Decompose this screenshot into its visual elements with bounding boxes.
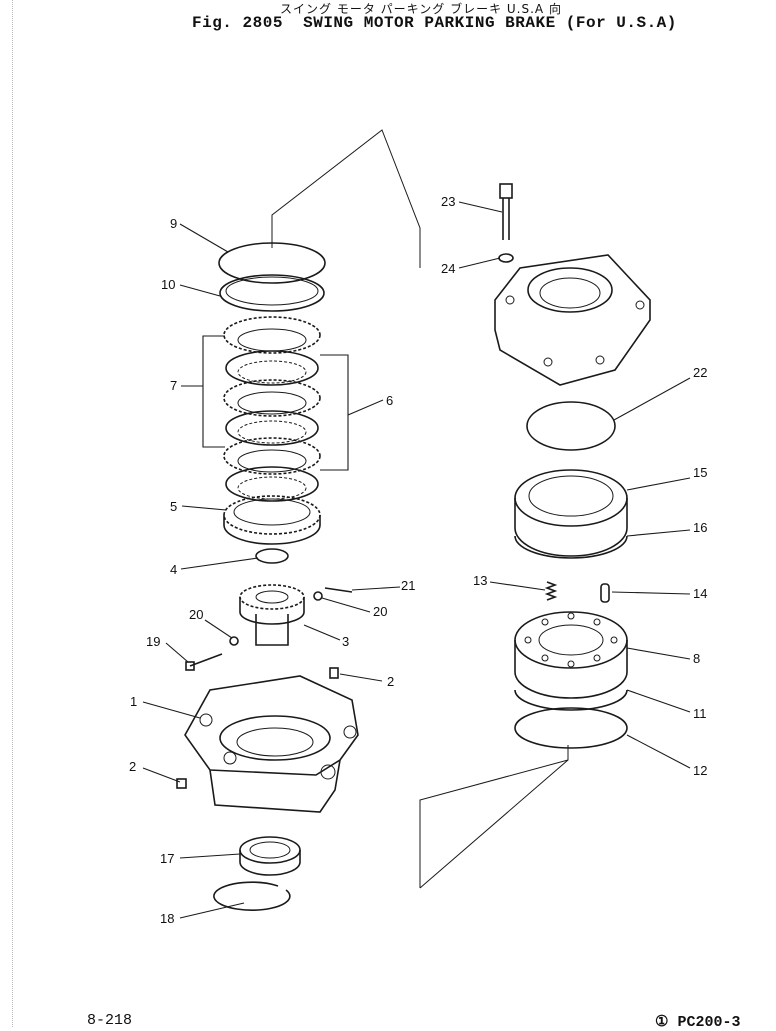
bracket-6: [320, 354, 349, 471]
callout-14: 14: [693, 586, 707, 601]
part-washer-20-left: [229, 636, 239, 646]
part-spring-13: [544, 581, 558, 601]
part-pin-14: [600, 583, 610, 603]
callout-17: 17: [160, 851, 174, 866]
callout-20-right: 20: [373, 604, 387, 619]
scan-edge: [0, 0, 13, 1027]
callout-9: 9: [170, 216, 177, 231]
callout-6: 6: [386, 393, 393, 408]
part-o-ring-9: [218, 242, 326, 284]
callout-11: 11: [693, 706, 707, 721]
leader-lines: [142, 201, 691, 919]
callout-15: 15: [693, 465, 707, 480]
bracket-7: [202, 335, 225, 448]
callout-13: 13: [473, 573, 487, 588]
part-o-ring-22: [526, 401, 616, 451]
part-ring-10: [219, 274, 325, 312]
part-piston-8: [514, 611, 628, 699]
part-plug-2-left: [176, 778, 187, 789]
figure-caption: SWING MOTOR PARKING BRAKE (For U.S.A): [303, 14, 677, 32]
callout-8: 8: [693, 651, 700, 666]
part-bolt-23: [499, 183, 513, 240]
callout-19: 19: [146, 634, 160, 649]
figure-number: Fig. 2805: [192, 14, 283, 32]
assembly-guide-line-bottom: [419, 745, 569, 888]
part-ring-11: [514, 689, 628, 711]
callout-10: 10: [161, 277, 175, 292]
callout-4: 4: [170, 562, 177, 577]
assembly-guide-line-top: [271, 129, 421, 268]
callout-3: 3: [342, 634, 349, 649]
part-ring-12: [514, 707, 628, 749]
part-plug-2-top: [329, 667, 339, 679]
model-code: ① PC200-3: [655, 1014, 741, 1031]
callout-16: 16: [693, 520, 707, 535]
part-washer-24: [498, 253, 514, 263]
callout-22: 22: [693, 365, 707, 380]
part-piston-15: [514, 469, 628, 557]
callout-2-top: 2: [387, 674, 394, 689]
part-washer-20-right: [313, 591, 323, 601]
part-bolt-19: [185, 653, 223, 671]
callout-12: 12: [693, 763, 707, 778]
part-o-ring-4: [255, 548, 289, 564]
part-housing-1: [184, 675, 359, 813]
callout-7: 7: [170, 378, 177, 393]
japanese-title: スイング モータ パーキング ブレーキ U.S.A 向: [280, 2, 562, 16]
callout-2-left: 2: [129, 759, 136, 774]
callout-20-left: 20: [189, 607, 203, 622]
part-snap-ring-18: [213, 881, 291, 911]
part-plate-5: [223, 495, 321, 545]
callout-1: 1: [130, 694, 137, 709]
figure-title: Fig. 2805 SWING MOTOR PARKING BRAKE (For…: [192, 14, 677, 32]
part-pin-21: [324, 587, 353, 593]
part-gear-shaft-3: [239, 584, 305, 646]
part-cover: [494, 254, 651, 386]
part-bearing-17: [239, 836, 301, 876]
callout-18: 18: [160, 911, 174, 926]
callout-5: 5: [170, 499, 177, 514]
callout-21: 21: [401, 578, 415, 593]
part-disc-stack-6-7: [223, 316, 321, 502]
assembly-guide-diagonal: [419, 759, 569, 889]
part-ring-16: [514, 535, 628, 559]
callout-23: 23: [441, 194, 455, 209]
callout-24: 24: [441, 261, 455, 276]
page-number: 8-218: [87, 1012, 133, 1029]
